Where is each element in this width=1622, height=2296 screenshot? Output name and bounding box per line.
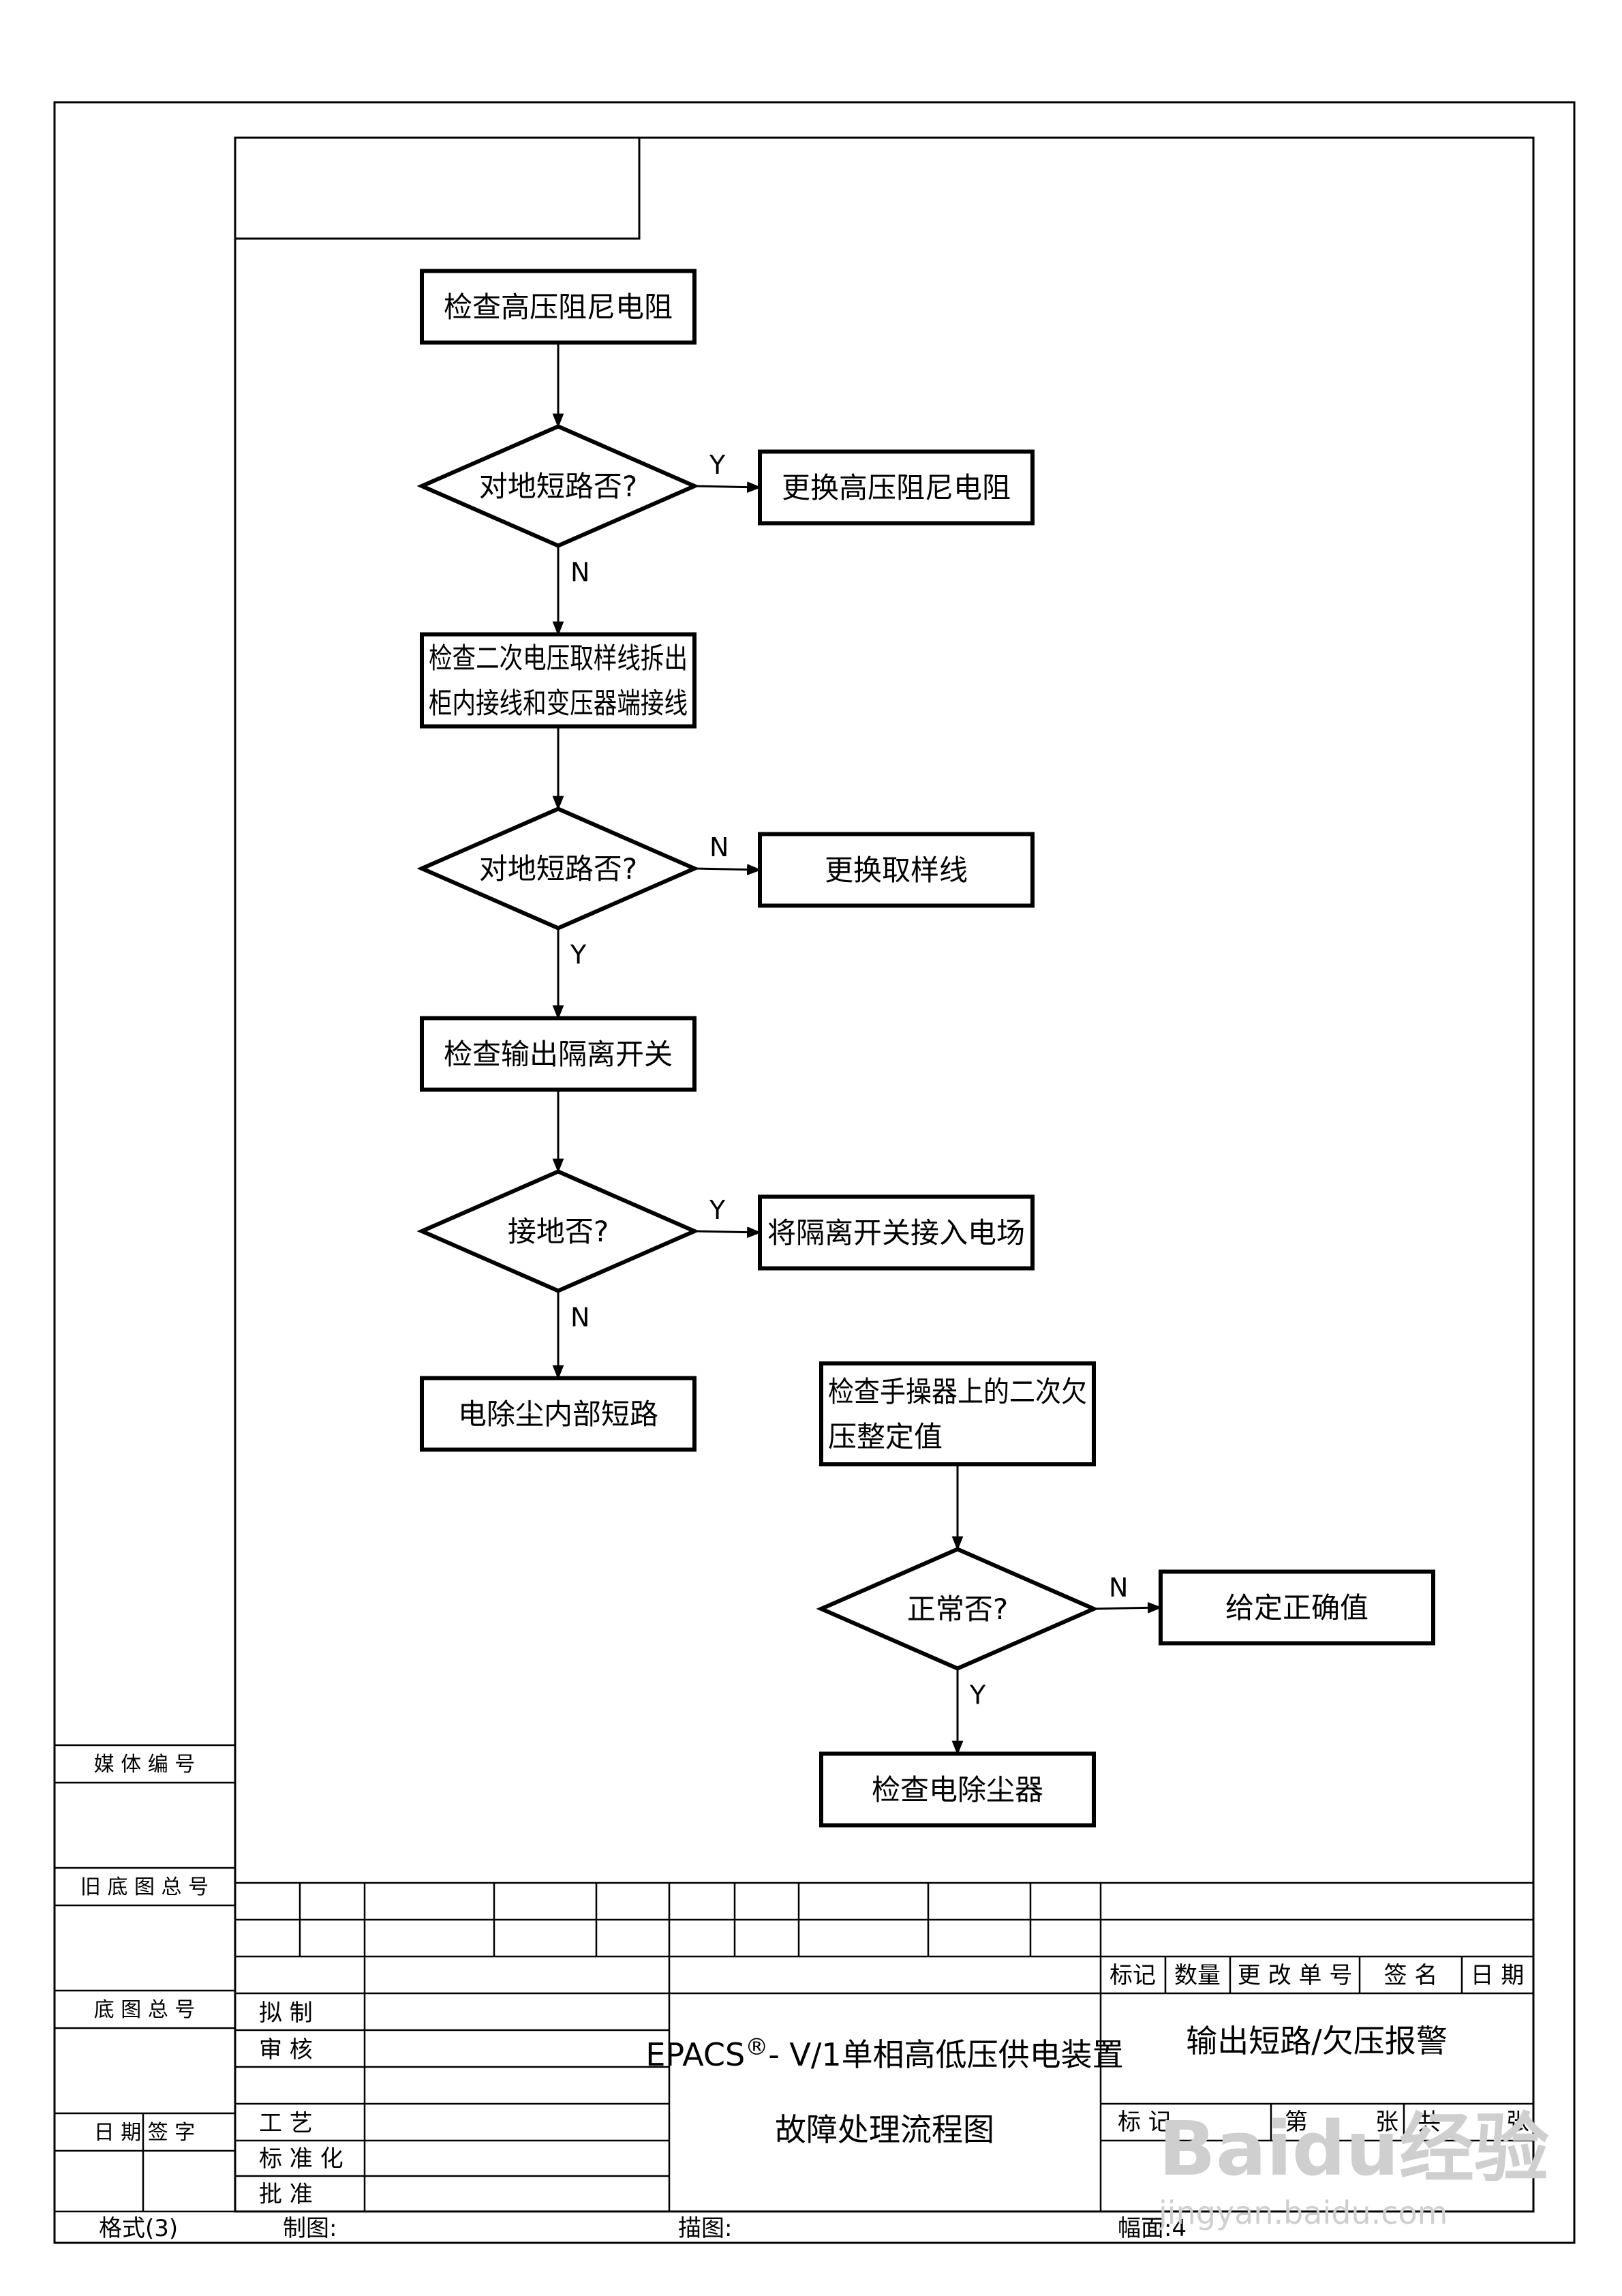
drawing-title: EPACS®- V/1单相高低压供电装置 xyxy=(645,2034,1123,2073)
edge-label-d4-n9: N xyxy=(1109,1573,1128,1603)
revision-header-signature: 签 名 xyxy=(1384,1962,1438,1989)
edge-label-d1-n3: N xyxy=(570,558,590,588)
node-label-d3-0: 接地否? xyxy=(508,1215,609,1248)
node-label-n8-0: 检查手操器上的二次欠 xyxy=(828,1375,1087,1408)
decision-diamond-d2 xyxy=(416,806,700,931)
edge-label-d3-n7: N xyxy=(570,1303,590,1333)
process-node-n9: 给定正确值 xyxy=(1159,1569,1435,1646)
decision-diamond-d4 xyxy=(816,1547,1099,1671)
old-base-number-label: 旧 底 图 总 号 xyxy=(80,1875,209,1899)
revision-header-date: 日 期 xyxy=(1471,1962,1525,1989)
edge-label-d2-n4: N xyxy=(709,832,729,862)
process-box-n1 xyxy=(420,269,697,345)
approval-standard: 标 准 化 xyxy=(259,2145,343,2173)
process-node-n10: 检查电除尘器 xyxy=(819,1751,1096,1828)
edge-label-d1-n2: Y xyxy=(709,450,726,480)
revision-header-qty: 数量 xyxy=(1174,1962,1221,1989)
node-label-n7-0: 电除尘内部短路 xyxy=(458,1398,658,1431)
approval-checked: 审 核 xyxy=(259,2036,313,2064)
process-node-n6: 将隔离开关接入电场 xyxy=(758,1194,1035,1271)
node-label-n8-1: 压整定值 xyxy=(828,1420,943,1453)
approval-process: 工 艺 xyxy=(259,2110,313,2137)
sheet-title: 输出短路/欠压报警 xyxy=(1186,2023,1448,2059)
process-node-n1: 检查高压阻尼电阻 xyxy=(420,269,697,345)
node-label-n9-0: 给定正确值 xyxy=(1225,1591,1368,1625)
process-box-n6 xyxy=(758,1194,1035,1271)
media-number-label: 媒 体 编 号 xyxy=(94,1753,196,1777)
node-label-n4-0: 更换取样线 xyxy=(825,854,968,887)
decision-node-d4: 正常否? xyxy=(816,1547,1099,1671)
counter-sheet-no: 第 xyxy=(1285,2109,1308,2136)
process-box-n4 xyxy=(758,832,1035,908)
revision-header-mark: 标记 xyxy=(1110,1962,1156,1989)
approval-drafted: 拟 制 xyxy=(259,1999,313,2027)
node-label-n2-0: 更换高压阻尼电阻 xyxy=(782,471,1011,504)
process-node-n5: 检查输出隔离开关 xyxy=(420,1016,697,1092)
drawing-subtitle: 故障处理流程图 xyxy=(775,2111,994,2148)
counter-sheet-unit: 张 xyxy=(1375,2109,1398,2136)
node-label-d2-0: 对地短路否? xyxy=(479,852,637,886)
process-box-n5 xyxy=(420,1016,697,1092)
revision-header-change-no: 更 改 单 号 xyxy=(1238,1962,1352,1989)
edge-d1-n2 xyxy=(694,481,762,494)
process-node-n7: 电除尘内部短路 xyxy=(420,1376,697,1452)
decision-node-d3: 接地否? xyxy=(416,1169,700,1293)
outer-frame xyxy=(53,101,1576,2244)
process-box-n2 xyxy=(758,449,1035,526)
process-box-n3 xyxy=(420,632,697,729)
counter-total-unit: 张 xyxy=(1506,2109,1529,2136)
process-node-n4: 更换取样线 xyxy=(758,832,1035,908)
corner-code-box xyxy=(234,136,641,240)
node-label-n3-1: 柜内接线和变压器端接线 xyxy=(429,686,688,720)
counter-total: 共 xyxy=(1418,2109,1441,2136)
edge-label-d3-n6: Y xyxy=(709,1195,726,1225)
decision-node-d1: 对地短路否? xyxy=(416,424,700,548)
counter-mark-label: 标 记 xyxy=(1118,2109,1172,2136)
decision-node-d2: 对地短路否? xyxy=(416,806,700,931)
side-strip xyxy=(55,1744,1533,2213)
node-label-n6-0: 将隔离开关接入电场 xyxy=(767,1216,1025,1250)
edge-label-d4-n10: Y xyxy=(969,1680,986,1710)
process-box-n7 xyxy=(420,1376,697,1452)
edge-d4-n9 xyxy=(1093,1601,1163,1614)
process-box-n8 xyxy=(819,1361,1096,1466)
base-number-label: 底 图 总 号 xyxy=(94,1998,196,2022)
title-block-grid xyxy=(235,1882,1533,2211)
approval-approved: 批 准 xyxy=(259,2181,313,2208)
process-box-n10 xyxy=(819,1751,1096,1828)
decision-diamond-d1 xyxy=(416,424,700,548)
node-label-d1-0: 对地短路否? xyxy=(479,470,637,503)
node-label-n3-0: 检查二次电压取样线拆出 xyxy=(429,641,688,675)
footer-traced-by: 描图: xyxy=(678,2215,732,2242)
footer-drawn-by: 制图: xyxy=(283,2215,337,2242)
footer-sheet-size: 幅面:4 xyxy=(1118,2215,1187,2242)
flowchart-edges: Y N N Y Y N N Y xyxy=(552,342,1163,1755)
date-signature-label: 日 期 签 字 xyxy=(94,2121,196,2145)
node-label-d4-0: 正常否? xyxy=(907,1592,1008,1626)
edge-d2-n4 xyxy=(694,864,762,876)
node-label-n1-0: 检查高压阻尼电阻 xyxy=(444,290,673,324)
edge-label-d2-n5: Y xyxy=(570,940,587,970)
footer-format: 格式(3) xyxy=(99,2215,178,2242)
decision-diamond-d3 xyxy=(416,1169,700,1293)
node-label-n10-0: 检查电除尘器 xyxy=(872,1773,1043,1807)
inner-frame xyxy=(234,136,1535,2213)
edge-d3-n6 xyxy=(694,1226,762,1239)
node-label-n5-0: 检查输出隔离开关 xyxy=(444,1038,673,1071)
process-box-n9 xyxy=(1159,1569,1435,1646)
baidu-watermark-url: jingyan.baidu.com xyxy=(1158,2194,1448,2231)
process-node-n2: 更换高压阻尼电阻 xyxy=(758,449,1035,526)
baidu-watermark-logo: Baidu经验 xyxy=(1159,2105,1549,2192)
